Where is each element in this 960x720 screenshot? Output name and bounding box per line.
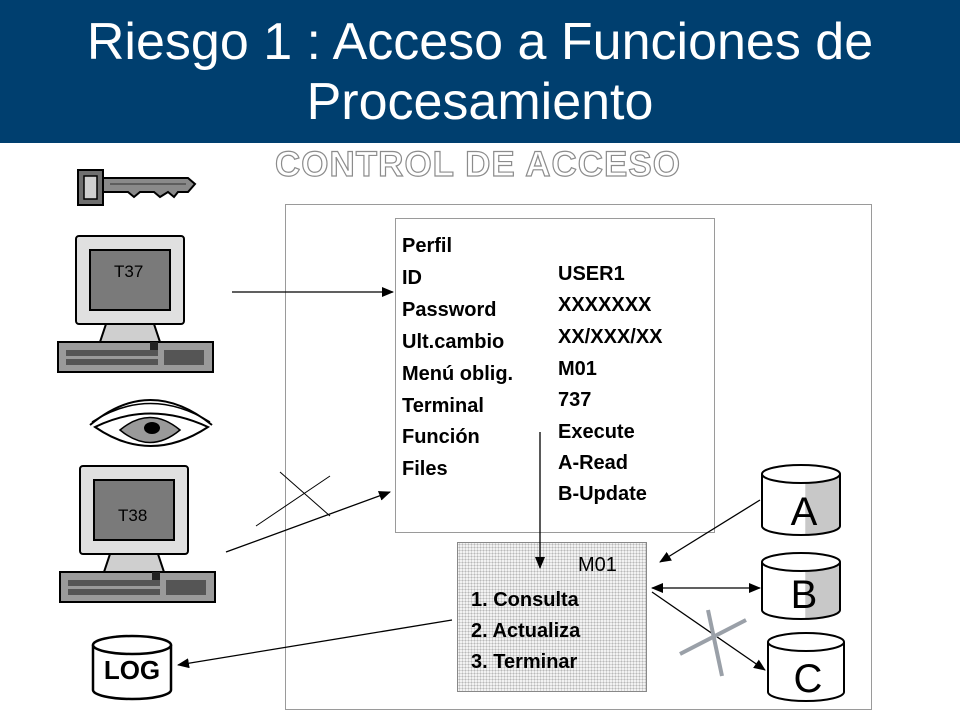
- database-cylinder-icon: [767, 632, 845, 702]
- database-cylinder-icon: [761, 464, 841, 536]
- profile-value: A-Read: [558, 452, 629, 474]
- database-label-a: A: [790, 490, 818, 534]
- terminal-label: T37: [114, 262, 144, 281]
- computer-terminal-icon: [57, 235, 214, 373]
- terminal-label: T38: [118, 506, 148, 525]
- profile-value: B-Update: [558, 483, 647, 505]
- profile-value: USER1: [558, 263, 625, 285]
- log-label: LOG: [103, 655, 161, 685]
- profile-label: Menú oblig.: [402, 363, 514, 385]
- menu-item-consulta: 1. Consulta: [471, 589, 579, 611]
- profile-label: ID: [402, 267, 422, 289]
- profile-value: 737: [558, 389, 592, 411]
- menu-item-terminar: 3. Terminar: [471, 651, 578, 673]
- subtitle: CONTROL DE ACCESO: [274, 144, 681, 184]
- database-cylinder-icon: [761, 552, 841, 620]
- profile-box: [395, 218, 715, 533]
- profile-value: Execute: [558, 421, 635, 443]
- profile-value: M01: [558, 358, 597, 380]
- computer-terminal-icon: [59, 465, 216, 603]
- flow-arrows: [177, 287, 766, 671]
- menu-item-actualiza: 2. Actualiza: [471, 620, 581, 642]
- title-bar: Riesgo 1 : Acceso a Funciones de Procesa…: [0, 0, 960, 143]
- key-icon: [77, 169, 197, 206]
- eye-icon: [89, 399, 213, 447]
- profile-value: XXXXXXX: [558, 294, 652, 316]
- profile-value: XX/XXX/XX: [558, 326, 663, 348]
- profile-label: Terminal: [402, 395, 484, 417]
- profile-label: Files: [402, 458, 448, 480]
- database-label-c: C: [793, 657, 823, 701]
- denied-cross-mark: [679, 609, 747, 677]
- denied-cross-mark: [255, 471, 331, 527]
- menu-code: M01: [578, 554, 617, 576]
- profile-label: Ult.cambio: [402, 331, 505, 353]
- profile-label: Password: [402, 299, 497, 321]
- title-line-2: Procesamiento: [306, 72, 654, 131]
- database-label-b: B: [790, 573, 818, 617]
- profile-label: Función: [402, 426, 480, 448]
- profile-label: Perfil: [402, 235, 453, 257]
- title-line-1: Riesgo 1 : Acceso a Funciones de: [86, 12, 874, 71]
- database-cylinder-icon: [91, 634, 173, 701]
- menu-box: [457, 542, 647, 692]
